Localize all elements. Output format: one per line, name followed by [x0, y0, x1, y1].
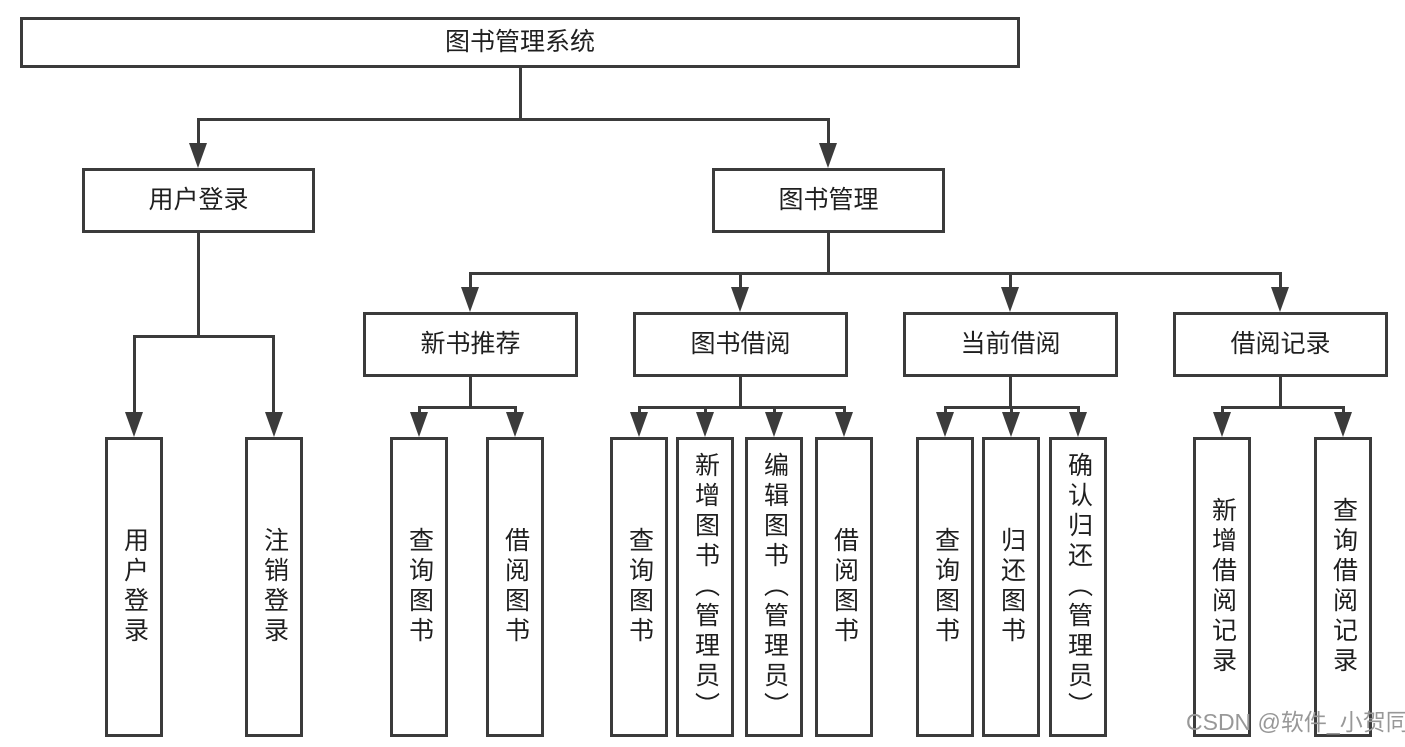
- connector-line: [133, 335, 136, 415]
- arrowhead-down-icon: [696, 412, 714, 437]
- connector-line: [638, 406, 641, 416]
- arrowhead-down-icon: [835, 412, 853, 437]
- node-label: 查询借阅记录: [1329, 497, 1358, 677]
- leaf-confirm-return-admin: 确认归还（管理员）: [1049, 437, 1107, 737]
- connector-line: [418, 406, 421, 416]
- arrowhead-down-icon: [189, 143, 207, 168]
- node-label: 用户登录: [148, 186, 249, 214]
- leaf-query-books-2: 查询图书: [610, 437, 668, 737]
- connector-line: [638, 406, 846, 409]
- leaf-return-books: 归还图书: [982, 437, 1040, 737]
- arrowhead-down-icon: [1334, 412, 1352, 437]
- connector-line: [1009, 272, 1012, 290]
- leaf-edit-books-admin: 编辑图书（管理员）: [745, 437, 803, 737]
- arrowhead-down-icon: [506, 412, 524, 437]
- connector-line: [944, 406, 947, 416]
- node-label: 图书管理系统: [444, 28, 595, 56]
- node-label: 归还图书: [997, 527, 1026, 647]
- connector-line: [519, 67, 522, 118]
- node-label: 新增图书（管理员）: [691, 452, 720, 722]
- node-new-book-recommendation: 新书推荐: [363, 312, 578, 377]
- node-label: 查询图书: [625, 527, 654, 647]
- connector-line: [739, 377, 742, 406]
- node-label: 编辑图书（管理员）: [760, 452, 789, 722]
- node-label: 查询图书: [931, 527, 960, 647]
- leaf-logout: 注销登录: [245, 437, 303, 737]
- leaf-query-borrow-record: 查询借阅记录: [1314, 437, 1372, 737]
- connector-line: [1077, 406, 1080, 416]
- connector-line: [1009, 377, 1012, 406]
- node-book-borrowing: 图书借阅: [633, 312, 848, 377]
- node-library-management-system: 图书管理系统: [20, 17, 1020, 68]
- arrowhead-down-icon: [936, 412, 954, 437]
- connector-line: [773, 406, 776, 416]
- node-label: 当前借阅: [960, 330, 1061, 358]
- connector-line: [827, 233, 830, 272]
- connector-line: [1010, 406, 1013, 416]
- node-book-management: 图书管理: [712, 168, 945, 233]
- arrowhead-down-icon: [1271, 287, 1289, 312]
- connector-line: [1279, 272, 1282, 290]
- leaf-query-books-1: 查询图书: [390, 437, 448, 737]
- connector-line: [1342, 406, 1345, 416]
- arrowhead-down-icon: [1002, 412, 1020, 437]
- connector-line: [197, 118, 830, 121]
- arrowhead-down-icon: [461, 287, 479, 312]
- node-label: 新增借阅记录: [1208, 497, 1237, 677]
- leaf-add-borrow-record: 新增借阅记录: [1193, 437, 1251, 737]
- connector-line: [1221, 406, 1345, 409]
- node-label: 查询图书: [405, 527, 434, 647]
- node-borrowing-records: 借阅记录: [1173, 312, 1388, 377]
- node-user-login: 用户登录: [82, 168, 315, 233]
- csdn-watermark: CSDN @软件_小贺同学: [1186, 709, 1405, 735]
- leaf-user-login: 用户登录: [105, 437, 163, 737]
- connector-line: [1279, 377, 1282, 406]
- node-label: 借阅图书: [830, 527, 859, 647]
- connector-line: [1221, 406, 1224, 416]
- connector-line: [469, 377, 472, 406]
- node-label: 确认归还（管理员）: [1064, 452, 1093, 722]
- leaf-query-books-3: 查询图书: [916, 437, 974, 737]
- node-label: 新书推荐: [420, 330, 521, 358]
- connector-line: [843, 406, 846, 416]
- connector-line: [827, 118, 830, 147]
- connector-line: [133, 335, 274, 338]
- arrowhead-down-icon: [1069, 412, 1087, 437]
- connector-line: [514, 406, 517, 416]
- node-label: 用户登录: [120, 527, 149, 647]
- arrowhead-down-icon: [410, 412, 428, 437]
- node-label: 图书借阅: [690, 330, 791, 358]
- node-label: 借阅记录: [1230, 330, 1331, 358]
- node-label: 图书管理: [778, 186, 879, 214]
- connector-line: [418, 406, 517, 409]
- connector-line: [272, 335, 275, 415]
- connector-line: [469, 272, 472, 290]
- leaf-borrow-books-2: 借阅图书: [815, 437, 873, 737]
- connector-line: [739, 272, 742, 290]
- node-label: 借阅图书: [501, 527, 530, 647]
- arrowhead-down-icon: [819, 143, 837, 168]
- arrowhead-down-icon: [1001, 287, 1019, 312]
- connector-line: [197, 233, 200, 335]
- connector-line: [197, 118, 200, 147]
- arrowhead-down-icon: [630, 412, 648, 437]
- connector-line: [469, 272, 1282, 275]
- arrowhead-down-icon: [1213, 412, 1231, 437]
- arrowhead-down-icon: [125, 412, 143, 437]
- connector-line: [704, 406, 707, 416]
- leaf-borrow-books-1: 借阅图书: [486, 437, 544, 737]
- node-current-borrowing: 当前借阅: [903, 312, 1118, 377]
- node-label: 注销登录: [260, 527, 289, 647]
- arrowhead-down-icon: [731, 287, 749, 312]
- arrowhead-down-icon: [765, 412, 783, 437]
- arrowhead-down-icon: [265, 412, 283, 437]
- leaf-add-books-admin: 新增图书（管理员）: [676, 437, 734, 737]
